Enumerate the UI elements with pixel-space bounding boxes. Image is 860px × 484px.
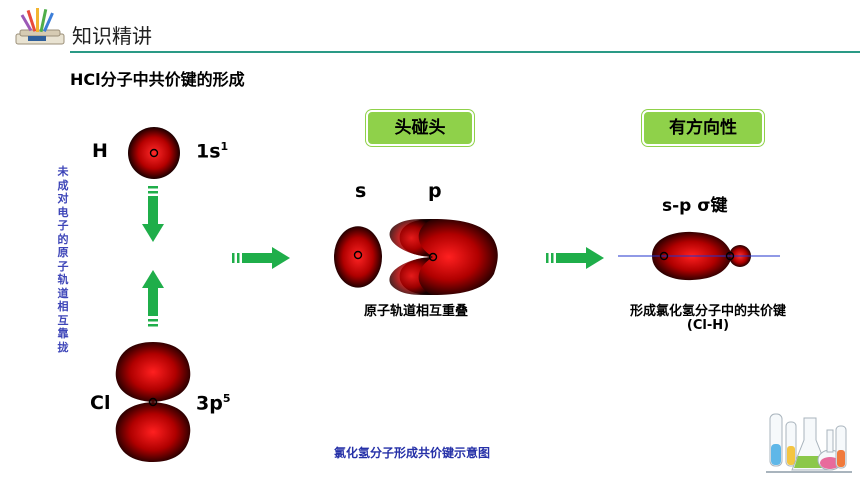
header-title: 知识精讲 [72,24,152,48]
overlap-caption: 原子轨道相互重叠 [363,304,468,319]
result-formula: (Cl-H) [686,318,730,333]
cl-atom-label: Cl [90,392,111,414]
arrow-right-2 [546,247,604,269]
lab-flasks-icon [766,413,852,473]
figure-caption: 氯化氢分子形成共价键示意图 [334,446,491,460]
h-atom-label: H [92,140,108,162]
slide-title: HCl分子中共价键的形成 [70,70,245,89]
sp-sigma-bond-label: s-p σ键 [662,196,728,216]
corner-decoration [764,408,854,480]
header-logo [12,6,68,50]
cl-orbital-config: 3p5 [196,392,231,415]
head-on-badge: 头碰头 [366,110,474,146]
cl-p-orbital [112,340,194,464]
directional-badge: 有方向性 [642,110,764,146]
arrow-up [142,270,164,327]
side-note: 未成对电子的原子轨道相互靠拢 [57,165,69,354]
s-orbital-label: s [355,180,367,202]
p-orbital-label: p [428,180,442,202]
arrow-right-1 [232,247,290,269]
arrow-down [142,186,164,242]
hcl-molecule [614,228,784,284]
h-s-orbital [126,125,182,181]
books-pencils-icon [15,8,65,45]
result-caption: 形成氯化氢分子中的共价键 [629,304,786,319]
h-orbital-config: 1s1 [196,140,229,163]
overlap-orbitals [332,218,500,296]
header-divider [70,51,860,53]
